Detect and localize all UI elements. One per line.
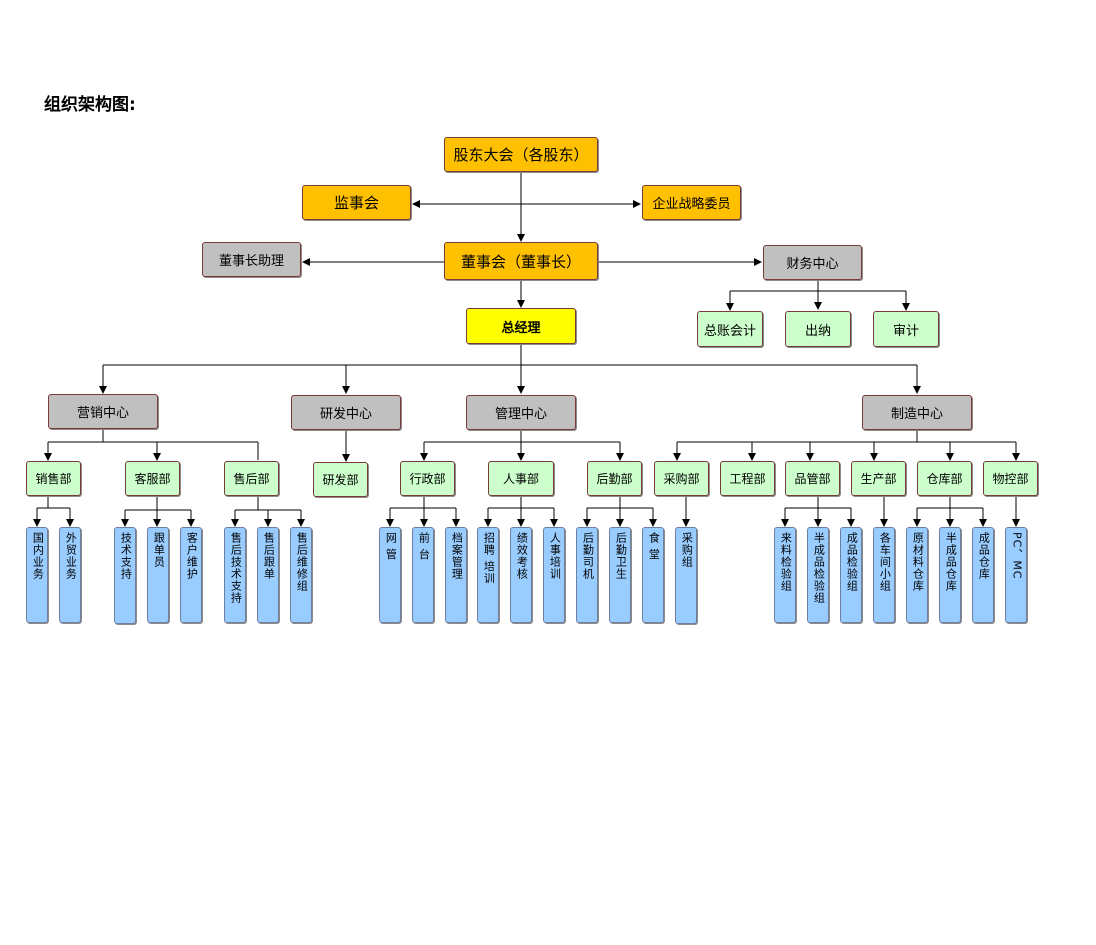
- leaf-after-sales-order: 售后跟单: [257, 527, 279, 623]
- leaf-recruitment: 招聘 培训: [477, 527, 499, 623]
- node-audit: 审计: [873, 311, 939, 347]
- leaf-incoming-qc: 来料检验组: [774, 527, 796, 623]
- leaf-front-desk: 前 台: [412, 527, 434, 623]
- leaf-tech-support: 技术支持: [114, 527, 136, 624]
- node-logistics-dept: 后勤部: [587, 461, 642, 496]
- node-sales-dept: 销售部: [26, 461, 81, 496]
- node-rd-center: 研发中心: [291, 395, 401, 430]
- leaf-after-sales-tech: 售后技术支持: [224, 527, 246, 623]
- leaf-after-sales-repair: 售后维修组: [290, 527, 312, 623]
- leaf-purchase-group: 采购组: [675, 527, 697, 624]
- node-general-manager: 总经理: [466, 308, 576, 344]
- leaf-canteen: 食 堂: [642, 527, 664, 623]
- node-cashier: 出纳: [785, 311, 851, 347]
- node-board: 董事会（董事长）: [444, 242, 598, 280]
- leaf-raw-material-warehouse: 原材料仓库: [906, 527, 928, 623]
- leaf-archives: 档案管理: [445, 527, 467, 623]
- leaf-workshop-groups: 各车间小组: [873, 527, 895, 623]
- node-rd-dept: 研发部: [313, 462, 368, 497]
- node-marketing-center: 营销中心: [48, 394, 158, 429]
- node-hr-dept: 人事部: [488, 461, 554, 496]
- leaf-semi-finished-warehouse: 半成品仓库: [939, 527, 961, 623]
- node-customer-service-dept: 客服部: [125, 461, 180, 496]
- leaf-finished-qc: 成品检验组: [840, 527, 862, 623]
- node-purchasing-dept: 采购部: [654, 461, 709, 496]
- node-production-dept: 生产部: [851, 461, 906, 496]
- leaf-network-admin: 网 管: [379, 527, 401, 623]
- node-manufacturing-center: 制造中心: [862, 395, 972, 430]
- node-supervisors: 监事会: [302, 185, 411, 220]
- leaf-foreign-trade: 外贸业务: [59, 527, 81, 623]
- leaf-finished-warehouse: 成品仓库: [972, 527, 994, 623]
- leaf-hr-training: 人事培训: [543, 527, 565, 623]
- leaf-logistics-hygiene: 后勤卫生: [609, 527, 631, 623]
- node-strategy-committee: 企业战略委员: [642, 185, 741, 220]
- leaf-performance: 绩效考核: [510, 527, 532, 623]
- leaf-semi-finished-qc: 半成品检验组: [807, 527, 829, 623]
- node-administration-dept: 行政部: [400, 461, 455, 496]
- leaf-pmc: PC、MC: [1005, 527, 1027, 623]
- leaf-customer-maintenance: 客户维护: [180, 527, 202, 623]
- node-material-control-dept: 物控部: [983, 461, 1038, 496]
- page-title: 组织架构图:: [44, 95, 136, 115]
- node-warehouse-dept: 仓库部: [917, 461, 972, 496]
- leaf-logistics-driver: 后勤司机: [576, 527, 598, 623]
- node-engineering-dept: 工程部: [720, 461, 775, 496]
- node-quality-dept: 品管部: [785, 461, 840, 496]
- node-after-sales-dept: 售后部: [224, 461, 279, 496]
- node-shareholders: 股东大会（各股东）: [444, 137, 598, 172]
- node-chair-assistant: 董事长助理: [202, 242, 301, 277]
- leaf-merchandiser: 跟单员: [147, 527, 169, 623]
- node-admin-center: 管理中心: [466, 395, 576, 430]
- leaf-domestic: 国内业务: [26, 527, 48, 623]
- node-finance-center: 财务中心: [763, 245, 862, 280]
- node-general-ledger: 总账会计: [697, 311, 763, 347]
